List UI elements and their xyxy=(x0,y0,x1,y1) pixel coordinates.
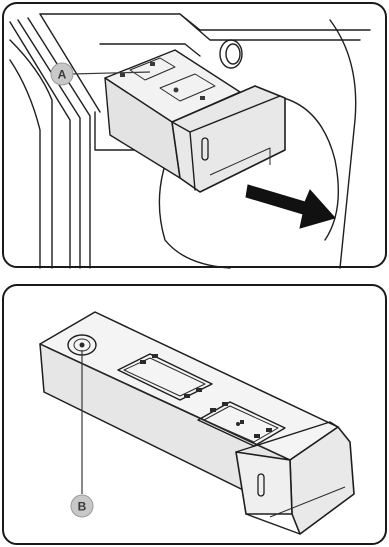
callout-a-label: A xyxy=(58,68,67,82)
drawer-removal-illustration: A xyxy=(0,0,389,271)
panel-drawer-removal: A xyxy=(0,0,389,271)
drawer-underside-illustration: B xyxy=(0,282,389,547)
panel-drawer-underside: B xyxy=(0,282,389,547)
callout-b-label: B xyxy=(78,500,87,514)
